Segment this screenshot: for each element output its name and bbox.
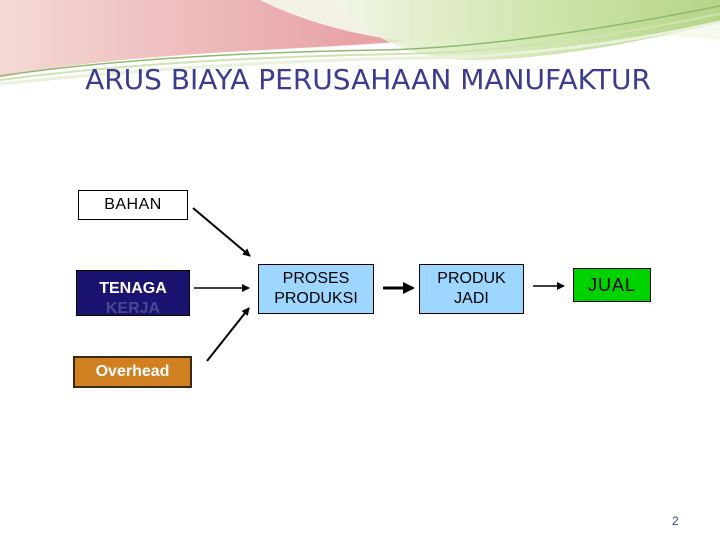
node-tenaga-hidden-label: KERJA <box>105 300 161 317</box>
node-bahan-label: BAHAN <box>104 196 162 213</box>
node-proses-line1: PROSES <box>282 270 350 287</box>
title-text: ARUS BIAYA PERUSAHAAN MANUFAKTUR <box>85 63 651 96</box>
node-bahan: BAHAN <box>78 190 188 220</box>
node-produk-line1: PRODUK <box>437 270 506 287</box>
node-jual-label: JUAL <box>587 275 636 295</box>
page-title: ARUS BIAYA PERUSAHAAN MANUFAKTUR <box>0 58 720 101</box>
node-jual: JUAL <box>573 268 651 302</box>
node-tenaga-label: TENAGA <box>99 280 167 297</box>
node-produk-line2: JADI <box>454 290 489 307</box>
header-decoration <box>0 0 720 86</box>
node-proses-produksi: PROSES PRODUKSI <box>258 264 374 314</box>
arrow-overhead-to-proses <box>206 307 250 362</box>
node-tenaga-kerja: TENAGA KERJA <box>76 270 190 317</box>
node-proses-line2: PRODUKSI <box>274 290 358 307</box>
page-number: 2 <box>672 514 679 528</box>
node-overhead: Overhead <box>73 356 192 388</box>
arrow-bahan-to-proses <box>192 207 251 257</box>
node-produk-jadi: PRODUK JADI <box>419 264 524 314</box>
node-overhead-label: Overhead <box>95 363 170 380</box>
